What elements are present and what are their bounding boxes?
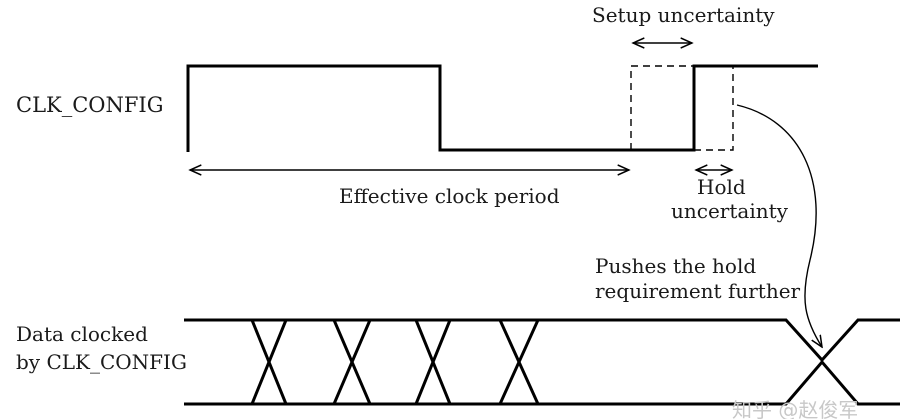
data-transition-2: [332, 319, 372, 405]
effective-period-label: Effective clock period: [339, 184, 560, 208]
data-transition-4: [498, 319, 540, 405]
data-transition-3: [414, 319, 452, 405]
data-transition-1: [250, 319, 288, 405]
pushes-hold-arrow: [736, 104, 822, 347]
setup-uncertainty-box: [630, 65, 694, 150]
data-signal-label-2: by CLK_CONFIG: [16, 350, 187, 374]
pushes-hold-label-2: requirement further: [595, 279, 801, 303]
clk-waveform: [186, 64, 818, 152]
clk-signal-label: CLK_CONFIG: [16, 93, 164, 117]
data-signal-label-1: Data clocked: [16, 322, 148, 346]
pushes-hold-label-1: Pushes the hold: [595, 254, 756, 278]
watermark: 知乎 @赵俊军: [732, 398, 858, 419]
hold-uncertainty-label-1: Hold: [697, 175, 746, 199]
hold-uncertainty-box: [694, 66, 734, 151]
data-top-rail: [184, 318, 900, 363]
data-bottom-rail: [184, 359, 900, 406]
setup-uncertainty-label: Setup uncertainty: [592, 3, 775, 27]
hold-uncertainty-label-2: uncertainty: [671, 199, 789, 223]
